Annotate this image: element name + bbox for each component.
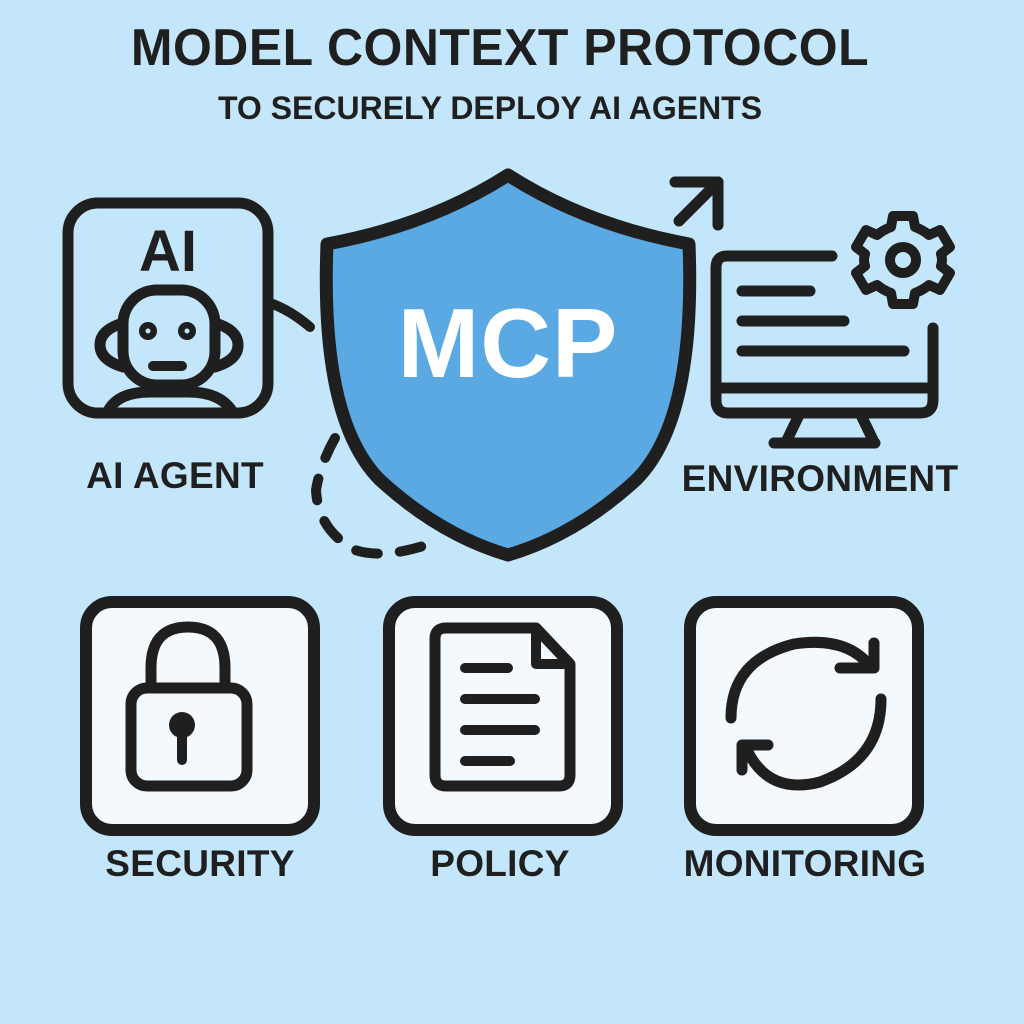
- policy-label: POLICY: [430, 843, 570, 884]
- environment-label: ENVIRONMENT: [681, 458, 959, 499]
- ai-badge-text: AI: [139, 219, 197, 284]
- gear-icon: [851, 211, 955, 309]
- monitoring-label: MONITORING: [683, 843, 927, 884]
- page-subtitle: TO SECURELY DEPLOY AI AGENTS: [217, 90, 763, 126]
- arrow-up-right-icon: [669, 176, 724, 231]
- page-title: MODEL CONTEXT PROTOCOL: [130, 19, 870, 77]
- ai-agent-label: AI AGENT: [86, 455, 264, 496]
- security-label: SECURITY: [105, 843, 295, 884]
- mcp-shield-text: MCP: [397, 288, 619, 398]
